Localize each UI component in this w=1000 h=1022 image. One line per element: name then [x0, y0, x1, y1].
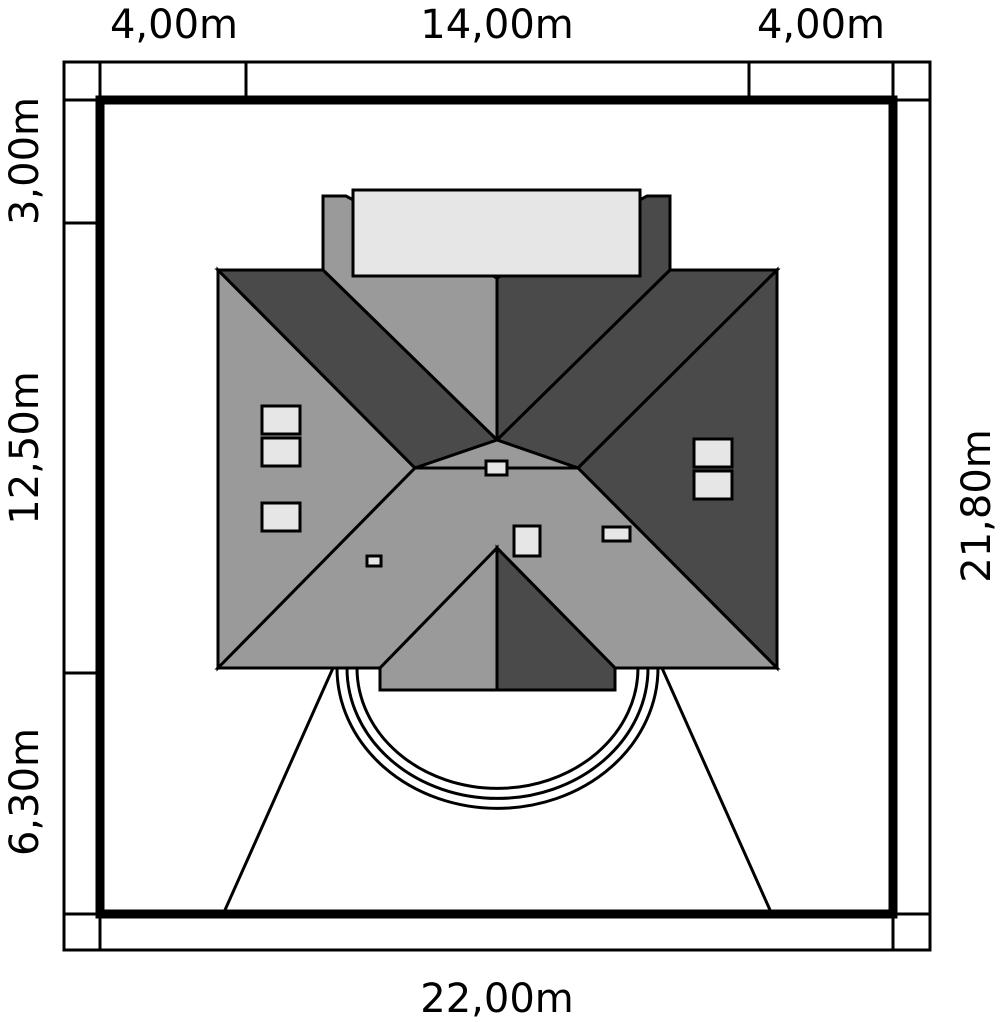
skylights	[260, 404, 734, 568]
dimension-top-left: 4,00m	[110, 2, 238, 48]
roof-front-right	[495, 544, 617, 692]
dimension-left-middle: 12,50m	[2, 371, 48, 524]
terrace-arc-inner	[355, 667, 640, 790]
skylight-west-1	[260, 404, 302, 436]
terrace-arc-outer	[335, 667, 660, 810]
driveway	[223, 667, 772, 911]
skylight-south-2	[601, 525, 632, 543]
plot-boundary	[95, 95, 898, 919]
dimension-left-top: 3,00m	[2, 97, 48, 225]
dimension-right: 21,80m	[954, 429, 1000, 582]
terrace-arc-middle	[345, 667, 650, 800]
skylight-east-2	[692, 469, 734, 501]
roof	[214, 188, 781, 692]
driveway-left-edge	[223, 667, 335, 911]
dimension-top-right: 4,00m	[757, 2, 885, 48]
skylight-west-2	[260, 436, 302, 468]
terrace-arcs	[335, 667, 660, 810]
skylight-east-1	[692, 437, 734, 469]
outer-frame	[62, 60, 932, 952]
skylight-west-3	[260, 501, 302, 533]
dimension-bottom: 22,00m	[420, 976, 573, 1022]
dimension-left-bottom: 6,30m	[2, 728, 48, 856]
dimension-top-center: 14,00m	[420, 2, 573, 48]
roof-rear-flat	[351, 188, 642, 278]
chimney-ridge	[484, 459, 509, 477]
driveway-right-edge	[660, 667, 772, 911]
vent-small	[365, 554, 383, 568]
skylight-south-1	[512, 524, 542, 558]
